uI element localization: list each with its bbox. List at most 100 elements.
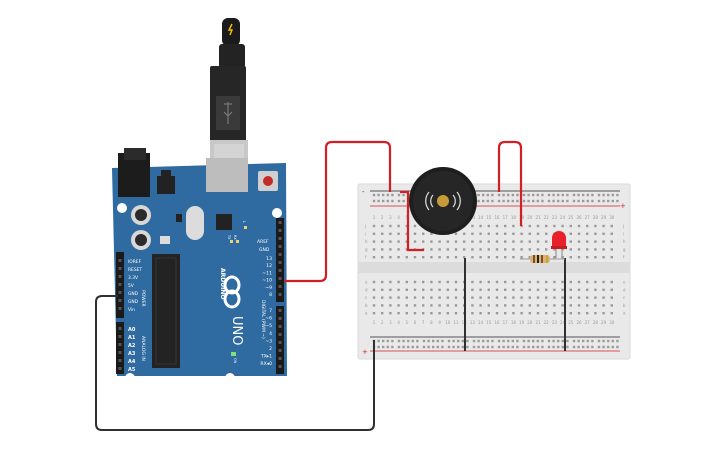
- breadboard-hole[interactable]: [397, 288, 400, 291]
- breadboard-hole[interactable]: [372, 240, 376, 243]
- breadboard-hole[interactable]: [471, 256, 474, 259]
- breadboard-hole[interactable]: [497, 199, 501, 203]
- breadboard-hole[interactable]: [382, 345, 385, 349]
- breadboard-hole[interactable]: [557, 339, 560, 343]
- breadboard-hole[interactable]: [372, 288, 376, 291]
- breadboard-hole[interactable]: [446, 240, 449, 243]
- breadboard-hole[interactable]: [561, 280, 564, 284]
- breadboard-hole[interactable]: [446, 312, 449, 315]
- breadboard-hole[interactable]: [594, 248, 597, 251]
- breadboard-hole[interactable]: [461, 345, 464, 349]
- resistor-icon[interactable]: [520, 255, 565, 263]
- breadboard-hole[interactable]: [602, 304, 605, 307]
- breadboard-hole[interactable]: [372, 199, 376, 203]
- breadboard-hole[interactable]: [504, 288, 507, 291]
- header-pin[interactable]: [278, 261, 282, 264]
- header-pin[interactable]: [118, 367, 122, 370]
- breadboard-hole[interactable]: [536, 312, 540, 315]
- breadboard-hole[interactable]: [430, 232, 433, 235]
- breadboard-hole[interactable]: [461, 339, 464, 343]
- breadboard-hole[interactable]: [527, 339, 530, 343]
- breadboard-hole[interactable]: [389, 312, 392, 315]
- breadboard-hole[interactable]: [594, 296, 597, 299]
- breadboard-hole[interactable]: [504, 280, 507, 284]
- breadboard-hole[interactable]: [602, 345, 605, 349]
- breadboard-hole[interactable]: [497, 193, 501, 197]
- breadboard-hole[interactable]: [507, 193, 510, 197]
- breadboard-hole[interactable]: [495, 312, 499, 315]
- breadboard-hole[interactable]: [545, 288, 548, 291]
- breadboard-hole[interactable]: [422, 345, 426, 349]
- breadboard-hole[interactable]: [528, 232, 531, 235]
- breadboard-hole[interactable]: [454, 248, 458, 251]
- breadboard-hole[interactable]: [372, 232, 376, 235]
- breadboard-hole[interactable]: [479, 280, 482, 284]
- breadboard-hole[interactable]: [516, 199, 519, 203]
- breadboard-hole[interactable]: [532, 345, 535, 349]
- breadboard-hole[interactable]: [463, 232, 466, 235]
- breadboard-hole[interactable]: [486, 345, 489, 349]
- breadboard-hole[interactable]: [389, 288, 392, 291]
- header-pin[interactable]: [278, 245, 282, 248]
- breadboard-hole[interactable]: [566, 199, 569, 203]
- breadboard-hole[interactable]: [553, 248, 556, 251]
- breadboard-hole[interactable]: [561, 248, 564, 251]
- breadboard-hole[interactable]: [577, 296, 581, 299]
- breadboard-hole[interactable]: [582, 193, 585, 197]
- breadboard-hole[interactable]: [591, 199, 594, 203]
- breadboard-hole[interactable]: [582, 345, 585, 349]
- breadboard-hole[interactable]: [457, 339, 460, 343]
- breadboard-hole[interactable]: [547, 193, 551, 197]
- breadboard-hole[interactable]: [561, 199, 564, 203]
- breadboard-hole[interactable]: [577, 232, 581, 235]
- breadboard-hole[interactable]: [597, 199, 601, 203]
- breadboard-hole[interactable]: [610, 312, 613, 315]
- breadboard-hole[interactable]: [502, 339, 505, 343]
- breadboard-hole[interactable]: [602, 240, 605, 243]
- breadboard-hole[interactable]: [487, 312, 490, 315]
- breadboard-hole[interactable]: [572, 345, 576, 349]
- header-pin[interactable]: [118, 299, 122, 302]
- breadboard-hole[interactable]: [528, 248, 531, 251]
- breadboard-hole[interactable]: [511, 193, 514, 197]
- breadboard-hole[interactable]: [430, 248, 433, 251]
- breadboard-hole[interactable]: [553, 256, 556, 259]
- wire-led-jumper[interactable]: [497, 140, 523, 226]
- breadboard-hole[interactable]: [463, 256, 466, 259]
- breadboard-hole[interactable]: [616, 339, 619, 343]
- breadboard-hole[interactable]: [472, 345, 476, 349]
- breadboard-hole[interactable]: [591, 193, 594, 197]
- breadboard-hole[interactable]: [381, 304, 384, 307]
- breadboard-hole[interactable]: [504, 232, 507, 235]
- breadboard-hole[interactable]: [372, 256, 376, 259]
- breadboard-hole[interactable]: [582, 199, 585, 203]
- breadboard-hole[interactable]: [610, 296, 613, 299]
- breadboard-hole[interactable]: [471, 296, 474, 299]
- breadboard-hole[interactable]: [497, 345, 501, 349]
- breadboard-hole[interactable]: [569, 288, 572, 291]
- breadboard-hole[interactable]: [446, 288, 449, 291]
- breadboard-hole[interactable]: [495, 232, 499, 235]
- breadboard-hole[interactable]: [386, 345, 389, 349]
- breadboard-hole[interactable]: [397, 312, 400, 315]
- breadboard-hole[interactable]: [507, 199, 510, 203]
- breadboard-hole[interactable]: [504, 224, 507, 228]
- breadboard-hole[interactable]: [377, 193, 380, 197]
- breadboard-hole[interactable]: [381, 232, 384, 235]
- breadboard-hole[interactable]: [611, 345, 614, 349]
- breadboard-hole[interactable]: [491, 193, 494, 197]
- breadboard-hole[interactable]: [389, 256, 392, 259]
- breadboard-hole[interactable]: [528, 288, 531, 291]
- breadboard-hole[interactable]: [463, 248, 466, 251]
- header-pin[interactable]: [278, 317, 282, 320]
- breadboard-hole[interactable]: [447, 339, 451, 343]
- header-pin[interactable]: [278, 237, 282, 240]
- breadboard-hole[interactable]: [471, 240, 474, 243]
- breadboard-hole[interactable]: [446, 304, 449, 307]
- breadboard-hole[interactable]: [547, 339, 551, 343]
- breadboard-hole[interactable]: [391, 193, 394, 197]
- breadboard-hole[interactable]: [541, 339, 544, 343]
- breadboard-hole[interactable]: [397, 304, 400, 307]
- breadboard-hole[interactable]: [446, 296, 449, 299]
- breadboard-hole[interactable]: [545, 280, 548, 284]
